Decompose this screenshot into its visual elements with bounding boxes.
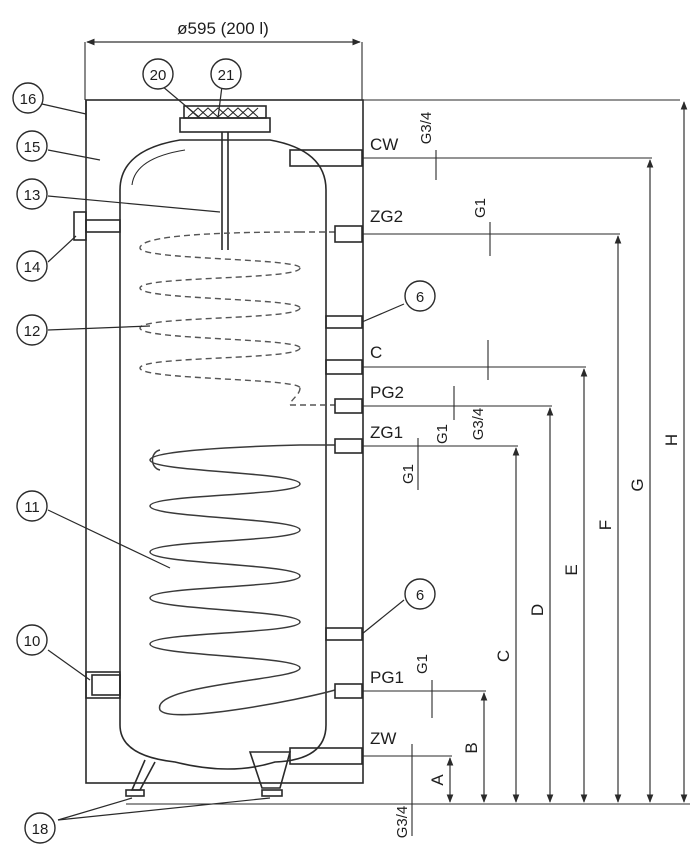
height-label-e: E	[562, 564, 581, 575]
width-dimension: ø595 (200 l)	[84, 19, 363, 100]
left-stubs	[73, 211, 121, 699]
feet	[125, 751, 292, 797]
connection-zg1: ZG1	[370, 423, 403, 442]
lower-coil	[149, 444, 336, 716]
thread-zw: G3/4	[394, 806, 411, 839]
callout-20: 20	[150, 67, 167, 84]
height-dimensions	[446, 101, 688, 803]
callout-13: 13	[24, 187, 41, 204]
connection-labels: CW ZG2 C PG2 ZG1 PG1 ZW	[370, 135, 404, 748]
callout-10: 10	[24, 633, 41, 650]
callout-6-upper: 6	[416, 289, 424, 306]
thread-zg1: G1	[400, 464, 417, 484]
height-label-b: B	[462, 742, 481, 753]
callout-16: 16	[20, 91, 37, 108]
inner-tank	[119, 139, 327, 770]
height-label-g: G	[628, 478, 647, 491]
upper-coil	[139, 231, 335, 406]
connection-cw: CW	[370, 135, 398, 154]
connection-c: C	[370, 343, 382, 362]
height-label-f: F	[596, 520, 615, 530]
thread-c: G3/4	[470, 408, 487, 441]
connection-zw: ZW	[370, 729, 396, 748]
thread-cw: G3/4	[418, 112, 435, 145]
callout-14: 14	[24, 259, 41, 276]
thread-labels: G3/4 G1 G3/4 G1 G1 G1 G3/4	[394, 112, 491, 839]
height-labels: A B C D E F G H	[428, 434, 681, 786]
thread-zg2: G1	[472, 198, 489, 218]
callout-15: 15	[24, 139, 41, 156]
thread-pg1: G1	[414, 654, 431, 674]
height-label-d: D	[528, 604, 547, 616]
thread-pg2: G1	[434, 424, 451, 444]
callout-6-lower: 6	[416, 587, 424, 604]
callout-12: 12	[24, 323, 41, 340]
callout-21: 21	[218, 67, 235, 84]
height-label-c: C	[494, 650, 513, 662]
height-label-h: H	[662, 434, 681, 446]
callout-18: 18	[32, 821, 49, 838]
height-label-a: A	[428, 774, 447, 786]
top-flange	[179, 105, 271, 133]
connection-zg2: ZG2	[370, 207, 403, 226]
extension-lines	[126, 99, 690, 805]
callout-bubbles: 16 15 13 14 12 20 21 6 6 11 10 18	[12, 58, 436, 844]
callout-11: 11	[24, 499, 40, 516]
outer-casing	[85, 99, 364, 784]
callout-leaders	[41, 85, 405, 821]
connection-pg2: PG2	[370, 383, 404, 402]
diameter-label: ø595 (200 l)	[177, 19, 269, 38]
connection-pg1: PG1	[370, 668, 404, 687]
immersion-rod	[221, 132, 229, 250]
